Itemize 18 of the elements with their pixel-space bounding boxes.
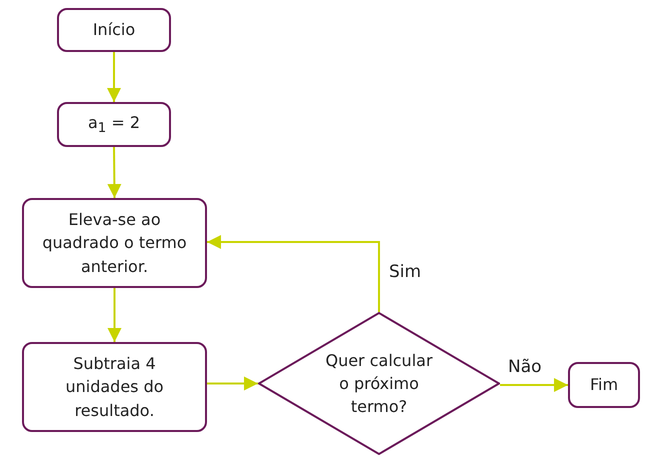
terminal-box [57, 8, 171, 52]
arrow [207, 235, 380, 312]
arrow [500, 378, 568, 392]
node-text: a$_{1}$ = 2 [88, 112, 140, 138]
process-box [22, 198, 207, 288]
node-text: Fim [590, 374, 618, 396]
arrow [107, 52, 121, 102]
arrow [108, 288, 122, 342]
arrow [107, 146, 122, 198]
arrow [207, 376, 258, 390]
node-text: Eleva-se ao quadrado o termo anterior. [41, 209, 188, 278]
terminal-box [568, 362, 640, 408]
node-text: Subtraia 4 unidades do resultado. [64, 353, 165, 422]
decision-diamond [258, 312, 500, 455]
node-text: Quer calcular o próximo termo? [324, 350, 434, 418]
process-box [22, 342, 207, 432]
process-box [57, 102, 171, 147]
node-text: Início [92, 19, 136, 42]
